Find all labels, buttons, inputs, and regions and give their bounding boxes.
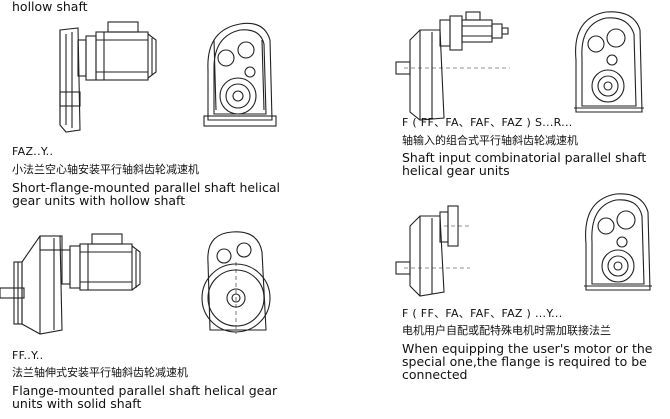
- fy-side-view: [395, 205, 470, 297]
- ff-model-code: FF..Y..: [12, 349, 44, 362]
- fsr-side-view: [395, 11, 510, 121]
- fy-caption-zh: 电机用户自配或配特殊电机时需加联接法兰: [402, 324, 611, 337]
- fsr-model-code: F ( FF、FA、FAF、FAZ ) S...R...: [402, 116, 573, 129]
- faz-caption-en: Short-flange-mounted parallel shaft heli…: [12, 180, 281, 208]
- ff-front-view: [201, 231, 271, 334]
- faz-front-view: [203, 22, 277, 127]
- fsr-front-view: [574, 11, 644, 113]
- fy-model-code: F ( FF、FA、FAF、FAZ ) ...Y...: [402, 307, 563, 320]
- faz-side-view: [59, 21, 157, 133]
- fy-caption-en: When equipping the user's motor or the s…: [402, 341, 653, 382]
- ff-caption-en: Flange-mounted parallel shaft helical ge…: [12, 383, 278, 411]
- top-left-caption-tail: hollow shaft: [12, 0, 88, 14]
- ff-side-view: [0, 233, 141, 335]
- fy-front-view: [584, 193, 652, 291]
- fsr-caption-en: Shaft input combinatorial parallel shaft…: [402, 150, 647, 178]
- faz-model-code: FAZ..Y..: [12, 145, 54, 158]
- faz-caption-zh: 小法兰空心轴安装平行轴斜齿轮减速机: [12, 163, 199, 176]
- fsr-caption-zh: 轴输入的组合式平行轴斜齿轮减速机: [402, 134, 578, 147]
- ff-caption-zh: 法兰轴伸式安装平行轴斜齿轮减速机: [12, 366, 188, 379]
